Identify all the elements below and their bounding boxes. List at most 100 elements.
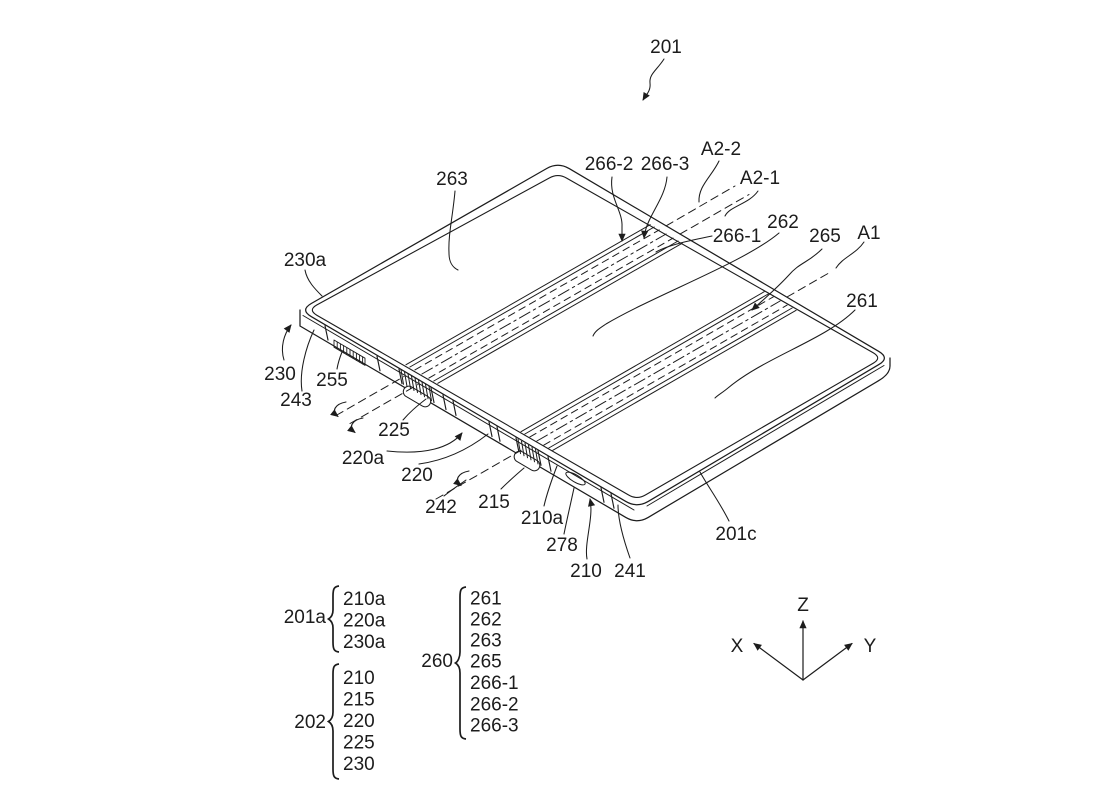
legend-item-261: 261 [470,589,502,610]
axis-A1-extension [786,270,833,298]
port-oval [565,471,586,486]
label-265: 265 [809,226,841,247]
leader-241 [617,504,631,559]
label-A1: A1 [857,223,880,244]
display-inner-outline [311,174,879,498]
label-220: 220 [401,465,433,486]
label-201c: 201c [715,524,756,545]
leader-255 [336,351,343,370]
leader-261 [714,309,856,399]
leader-263 [448,190,459,271]
legend-item-230: 230 [343,754,375,775]
leader-225 [402,398,427,421]
label-243: 243 [280,390,312,411]
right-face-chamfer-line [646,365,885,507]
axis-A2-2-extension-lower [335,376,405,416]
speaker-grille [333,339,366,366]
hinge-band-right [435,270,833,500]
left-face-chamfer-line [302,315,635,511]
legend: 201a 210a 220a 230a 202 210 215 220 225 … [284,585,519,780]
leader-A2-2 [698,160,720,203]
label-241: 241 [614,561,646,582]
side-face-outline [299,309,891,522]
leader-230a [304,269,323,297]
x-axis-label: X [731,636,744,657]
leader-266-3 [641,176,668,239]
label-A2-2: A2-2 [701,139,741,160]
legend-item-262: 262 [470,610,502,631]
leader-lines [281,58,865,560]
label-266-2: 266-2 [585,154,634,175]
leader-220 [418,433,489,465]
hinge-cap-225 [400,369,432,408]
axis-triad: Z X Y [731,595,877,681]
label-225: 225 [378,420,410,441]
label-278: 278 [546,535,578,556]
device-body [299,164,891,522]
legend-item-266-1: 266-1 [470,673,519,694]
leader-266-1 [655,235,713,253]
hinge-cap-215 [513,438,541,472]
x-axis-arrow [753,642,804,681]
legend-group-260-name: 260 [421,651,453,672]
axis-A2-1-extension [679,194,750,235]
legend-item-263: 263 [470,631,502,652]
leader-243 [300,329,315,392]
legend-brace-260 [453,586,467,740]
label-220a: 220a [342,448,385,469]
rotation-arrow-2 [347,417,364,434]
label-266-1: 266-1 [713,226,762,247]
legend-item-210: 210 [343,668,375,689]
legend-item-266-2: 266-2 [470,695,519,716]
label-263: 263 [436,169,468,190]
legend-item-265: 265 [470,652,502,673]
legend-item-210a: 210a [343,589,386,610]
label-A2-1: A2-1 [740,168,780,189]
z-axis-label: Z [797,595,809,616]
label-262: 262 [767,212,799,233]
y-axis-label: Y [864,636,877,657]
label-230a: 230a [284,250,327,271]
leader-230 [281,324,292,361]
legend-item-225: 225 [343,733,375,754]
leader-201 [642,58,665,101]
leader-220a [386,432,463,453]
rotation-arrow-1 [330,401,347,418]
legend-group-201a-name: 201a [284,607,327,628]
leader-A2-1 [724,190,759,217]
legend-item-220a: 220a [343,611,386,632]
leader-215 [500,467,525,490]
leader-262 [592,232,780,337]
label-201: 201 [650,37,682,58]
leader-266-2 [611,176,626,242]
label-215: 215 [478,492,510,513]
leader-210 [585,498,596,560]
hinge-band-left [335,185,750,424]
y-axis-arrow [802,642,853,681]
label-255: 255 [316,370,348,391]
legend-brace-202 [326,663,340,780]
legend-item-230a: 230a [343,632,386,653]
leader-278 [563,487,575,535]
leader-210a [543,465,558,507]
label-242: 242 [425,497,457,518]
side-face-dividers [324,325,615,509]
axis-A2-1-extension-lower [349,384,419,424]
legend-group-202-name: 202 [294,712,326,733]
label-210a: 210a [521,508,564,529]
leader-242 [443,479,467,497]
leader-201c [699,471,730,522]
legend-item-215: 215 [343,690,375,711]
legend-brace-201a [326,585,340,653]
axis-A2-2-extension [665,185,736,227]
leader-265 [751,248,823,311]
legend-item-266-3: 266-3 [470,716,519,737]
reference-labels: 201 263 266-2 266-3 A2-2 A2-1 262 266-1 … [264,37,880,582]
label-266-3: 266-3 [641,154,690,175]
label-210: 210 [570,561,602,582]
leader-A1 [835,241,865,269]
label-230: 230 [264,364,296,385]
label-261: 261 [846,291,878,312]
legend-item-220: 220 [343,711,375,732]
